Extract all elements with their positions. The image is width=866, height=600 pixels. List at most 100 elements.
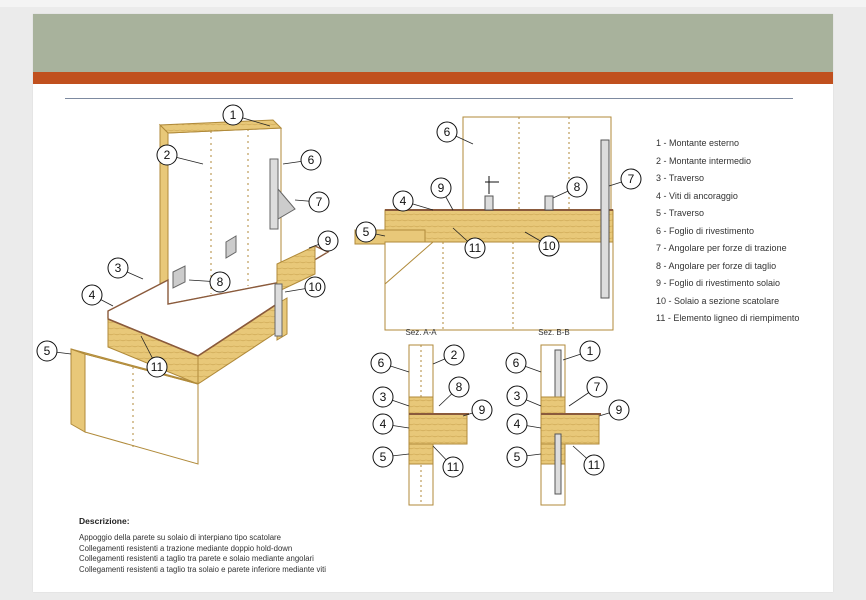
callout-circle bbox=[146, 356, 168, 378]
callout-number: 2 bbox=[164, 148, 171, 162]
callout-circle bbox=[355, 221, 377, 243]
callout-circle bbox=[620, 168, 642, 190]
legend-item: 7 - Angolare per forze di trazione bbox=[656, 243, 787, 253]
legend-item: 4 - Viti di ancoraggio bbox=[656, 190, 738, 201]
description-line: Appoggio della parete su solaio di inter… bbox=[79, 533, 281, 542]
callout-circle bbox=[81, 284, 103, 306]
callout-circle bbox=[608, 399, 630, 421]
callout-number: 5 bbox=[44, 344, 51, 358]
callout-circle bbox=[308, 191, 330, 213]
section-b-floor bbox=[540, 413, 600, 445]
callout-number: 11 bbox=[447, 460, 460, 474]
section-a-title: Sez. A-A bbox=[405, 328, 437, 337]
callout-number: 3 bbox=[115, 261, 122, 275]
callout-circle bbox=[107, 257, 129, 279]
callout-number: 1 bbox=[587, 344, 594, 358]
callout-circle bbox=[372, 446, 394, 468]
callout-number: 9 bbox=[616, 403, 623, 417]
callout-number: 3 bbox=[514, 389, 521, 403]
callout-number: 9 bbox=[479, 403, 486, 417]
callout-circle bbox=[430, 177, 452, 199]
callout-number: 10 bbox=[542, 239, 556, 253]
callout-circle bbox=[392, 190, 414, 212]
legend-item: 3 - Traverso bbox=[656, 173, 705, 183]
shear-angle-upper bbox=[225, 235, 237, 259]
callout-circle bbox=[471, 399, 493, 421]
callout-number: 11 bbox=[469, 241, 482, 255]
legend-item: 11 - Elemento ligneo di riempimento bbox=[656, 313, 800, 323]
callout-circle bbox=[209, 271, 231, 293]
callout-number: 4 bbox=[400, 194, 407, 208]
shear-angle-lower bbox=[172, 265, 186, 289]
header-band bbox=[33, 14, 833, 72]
axonometric-view bbox=[70, 119, 330, 465]
legend-item: 2 - Montante intermedio bbox=[656, 155, 752, 166]
legend-item: 1 - Montante esterno bbox=[656, 138, 740, 148]
top-strip bbox=[0, 0, 866, 7]
hold-down-bracket bbox=[269, 158, 279, 230]
callout-circle bbox=[506, 385, 528, 407]
callout-circle bbox=[372, 386, 394, 408]
callout-number: 8 bbox=[456, 380, 463, 394]
callout-number: 9 bbox=[438, 181, 445, 195]
callout-circle bbox=[506, 413, 528, 435]
callout-circle bbox=[436, 121, 458, 143]
callout-circle bbox=[317, 230, 339, 252]
section-a bbox=[408, 344, 469, 506]
callout-number: 4 bbox=[380, 417, 387, 431]
callout-number: 7 bbox=[628, 172, 635, 186]
legend-item: 9 - Foglio di rivestimento solaio bbox=[656, 278, 781, 288]
callout-number: 4 bbox=[89, 288, 96, 302]
callout-number: 3 bbox=[380, 390, 387, 404]
callout-circle bbox=[464, 237, 486, 259]
front-lower-wall bbox=[384, 241, 614, 331]
accent-band bbox=[33, 72, 833, 84]
legend-item: 8 - Angolare per forze di taglio bbox=[656, 260, 777, 271]
callout-number: 11 bbox=[588, 458, 601, 472]
callout-circle bbox=[222, 104, 244, 126]
callout-circle bbox=[156, 144, 178, 166]
front-upper-wall bbox=[462, 116, 612, 211]
callout-number: 4 bbox=[514, 417, 521, 431]
callout-circle bbox=[300, 149, 322, 171]
callout-circle bbox=[372, 413, 394, 435]
callout-circle bbox=[370, 352, 392, 374]
callout-circle bbox=[448, 376, 470, 398]
description: Descrizione: Appoggio della parete su so… bbox=[79, 516, 459, 575]
callout-number: 8 bbox=[217, 275, 224, 289]
callout-circle bbox=[579, 340, 601, 362]
callout-circle bbox=[442, 456, 464, 478]
callout-circle bbox=[443, 344, 465, 366]
callout-number: 6 bbox=[513, 356, 520, 370]
callout-number: 7 bbox=[316, 195, 323, 209]
description-line: Collegamenti resistenti a taglio tra par… bbox=[79, 554, 314, 563]
callout-circle bbox=[538, 235, 560, 257]
callout-number: 8 bbox=[574, 180, 581, 194]
callout-number: 5 bbox=[363, 225, 370, 239]
legend: 1 - Montante esterno 2 - Montante interme… bbox=[656, 135, 836, 328]
callout-number: 11 bbox=[151, 360, 164, 374]
callout-circle bbox=[583, 454, 605, 476]
legend-item: 5 - Traverso bbox=[656, 208, 705, 218]
callout-number: 10 bbox=[308, 280, 322, 294]
title-rule bbox=[65, 98, 793, 99]
front-view bbox=[354, 116, 614, 331]
section-a-floor bbox=[408, 413, 468, 445]
description-lines: Appoggio della parete su solaio di inter… bbox=[79, 533, 459, 575]
callout-circle bbox=[506, 446, 528, 468]
callout-number: 6 bbox=[378, 356, 385, 370]
legend-item: 6 - Foglio di rivestimento bbox=[656, 225, 755, 236]
callout-circle bbox=[586, 376, 608, 398]
callout-number: 7 bbox=[594, 380, 601, 394]
legend-item: 10 - Solaio a sezione scatolare bbox=[656, 295, 780, 306]
callout-number: 9 bbox=[325, 234, 332, 248]
front-hold-down bbox=[600, 139, 610, 299]
callout-number: 5 bbox=[514, 450, 521, 464]
callout-circle bbox=[505, 352, 527, 374]
callout-number: 6 bbox=[444, 125, 451, 139]
section-b bbox=[540, 344, 601, 506]
description-line: Collegamenti resistenti a trazione media… bbox=[79, 543, 293, 553]
